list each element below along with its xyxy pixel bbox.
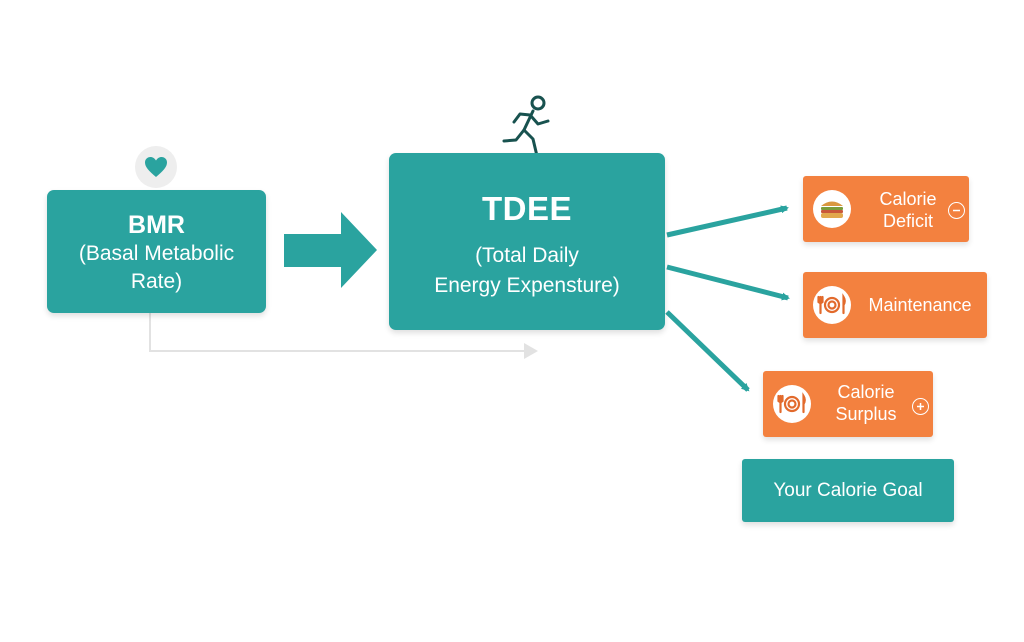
surplus-label: Calorie Surplus [823, 381, 909, 425]
deficit-icon-badge [813, 190, 851, 228]
minus-circle-icon [948, 202, 965, 219]
arrow-to-maintenance [666, 264, 790, 301]
calorie-deficit-box: Calorie Deficit [803, 176, 969, 242]
arrow-to-deficit [666, 205, 789, 238]
heart-badge [135, 146, 177, 188]
plate-utensils-icon [817, 293, 846, 315]
deficit-label: Calorie Deficit [865, 188, 951, 232]
deficit-label-line1: Calorie [879, 189, 937, 209]
bmr-subtitle-line2: Rate) [130, 270, 183, 293]
bmr-title: BMR [128, 211, 185, 239]
calorie-goal-box: Your Calorie Goal [742, 459, 954, 522]
tdee-box: TDEE (Total Daily Energy Expensture) [389, 153, 665, 330]
tdee-subtitle-line2: Energy Expensture) [434, 274, 620, 297]
calorie-goal-label: Your Calorie Goal [773, 480, 923, 501]
tdee-subtitle-line1: (Total Daily [475, 244, 579, 267]
surplus-icon-badge [773, 385, 811, 423]
plus-circle-icon [912, 398, 929, 415]
surplus-label-line1: Calorie [837, 382, 895, 402]
bmr-subtitle-line1: (Basal Metabolic [78, 242, 235, 265]
connector-arrowhead [524, 343, 538, 359]
tdee-title: TDEE [481, 190, 572, 227]
bmr-to-tdee-connector [149, 313, 528, 352]
surplus-label-line2: Surplus [835, 404, 897, 424]
bmr-to-tdee-arrow [284, 212, 377, 288]
plate-utensils-icon [777, 392, 806, 414]
arrow-to-surplus [665, 310, 750, 392]
calorie-surplus-box: Calorie Surplus [763, 371, 933, 437]
heart-icon [145, 157, 167, 177]
maintenance-icon-badge [813, 286, 851, 324]
maintenance-box: Maintenance [803, 272, 987, 338]
maintenance-label: Maintenance [868, 295, 972, 315]
sandwich-icon [821, 201, 843, 218]
running-person-icon [502, 95, 550, 158]
deficit-label-line2: Deficit [882, 211, 933, 231]
bmr-box: BMR (Basal Metabolic Rate) [47, 190, 266, 313]
